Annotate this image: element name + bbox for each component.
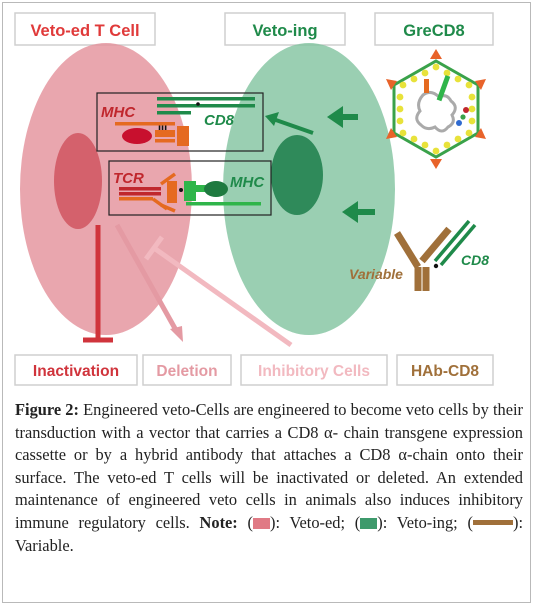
- mhc-label-top: MHC: [101, 104, 136, 121]
- arrow-cd8-into-membrane: [265, 112, 314, 135]
- mhc-cd8-interaction: MHC III CD8: [96, 92, 264, 152]
- veto-ed-swatch: [253, 517, 270, 529]
- veto-ing-nucleus: [271, 135, 323, 215]
- inactivation-inhibitor-arrow: [83, 225, 113, 343]
- diagram: Veto-ed T Cell Veto-ing GreCD8 MHC III: [14, 12, 494, 386]
- note-variable: ): Variable.: [15, 512, 523, 555]
- header-veto-ing-label: Veto-ing: [252, 22, 317, 40]
- inhibitory-cells-inhibitor-arrow: [143, 235, 293, 348]
- note-open: (: [237, 512, 253, 532]
- veto-ing-swatch: [360, 517, 378, 529]
- header-veto-ed-label: Veto-ed T Cell: [30, 22, 139, 40]
- tcr-label: TCR: [113, 170, 144, 187]
- outcome-inhibitory-cells: Inhibitory Cells: [240, 354, 388, 386]
- caption-label: Figure 2:: [15, 400, 79, 419]
- cd8-label-top: CD8: [204, 112, 235, 129]
- iii-label: III: [158, 121, 167, 133]
- mhc-molecule-top: [115, 122, 189, 146]
- note-label: Note:: [199, 512, 238, 532]
- variable-swatch: [472, 519, 513, 525]
- grecd8-vector-icon: [386, 49, 486, 169]
- outcome-hab-cd8-label: HAb-CD8: [411, 363, 479, 380]
- outcome-inhibitory-cells-label: Inhibitory Cells: [258, 363, 370, 380]
- note-veto-ed: ): Veto-ed; (: [270, 512, 361, 532]
- outcome-hab-cd8: HAb-CD8: [396, 354, 494, 386]
- header-veto-ed: Veto-ed T Cell: [14, 12, 156, 46]
- veto-ed-nucleus: [54, 133, 102, 229]
- antibody-cd8-label: CD8: [461, 252, 489, 268]
- arrow-grecd8-to-cell: [327, 106, 358, 128]
- figure-caption: Figure 2: Engineered veto-Cells are engi…: [15, 399, 523, 557]
- veto-ed-cell: [20, 43, 192, 335]
- note-veto-ing: ): Veto-ing; (: [377, 512, 473, 532]
- header-veto-ing: Veto-ing: [224, 12, 346, 46]
- outcome-inactivation: Inactivation: [14, 354, 138, 386]
- figure-frame: Veto-ed T Cell Veto-ing GreCD8 MHC III: [2, 2, 531, 603]
- outcome-deletion-label: Deletion: [156, 363, 217, 380]
- arrow-hab-to-cell: [342, 201, 375, 223]
- deletion-arrow: [114, 223, 183, 342]
- antibody-variable-label: Variable: [349, 266, 403, 282]
- header-grecd8-label: GreCD8: [403, 22, 464, 40]
- cd8-molecule-top: [157, 97, 255, 115]
- mhc-label-bottom: MHC: [230, 174, 265, 191]
- mhc-molecule-bottom: [184, 181, 261, 206]
- hab-cd8-antibody: CD8 Variable: [349, 219, 489, 291]
- header-grecd8: GreCD8: [374, 12, 494, 46]
- tcr-molecule: [119, 172, 183, 213]
- outcome-inactivation-label: Inactivation: [33, 363, 119, 380]
- caption-text: Engineered veto-Cells are engineered to …: [15, 400, 523, 532]
- tcr-mhc-interaction: TCR MHC: [108, 160, 272, 216]
- outcome-deletion: Deletion: [142, 354, 232, 386]
